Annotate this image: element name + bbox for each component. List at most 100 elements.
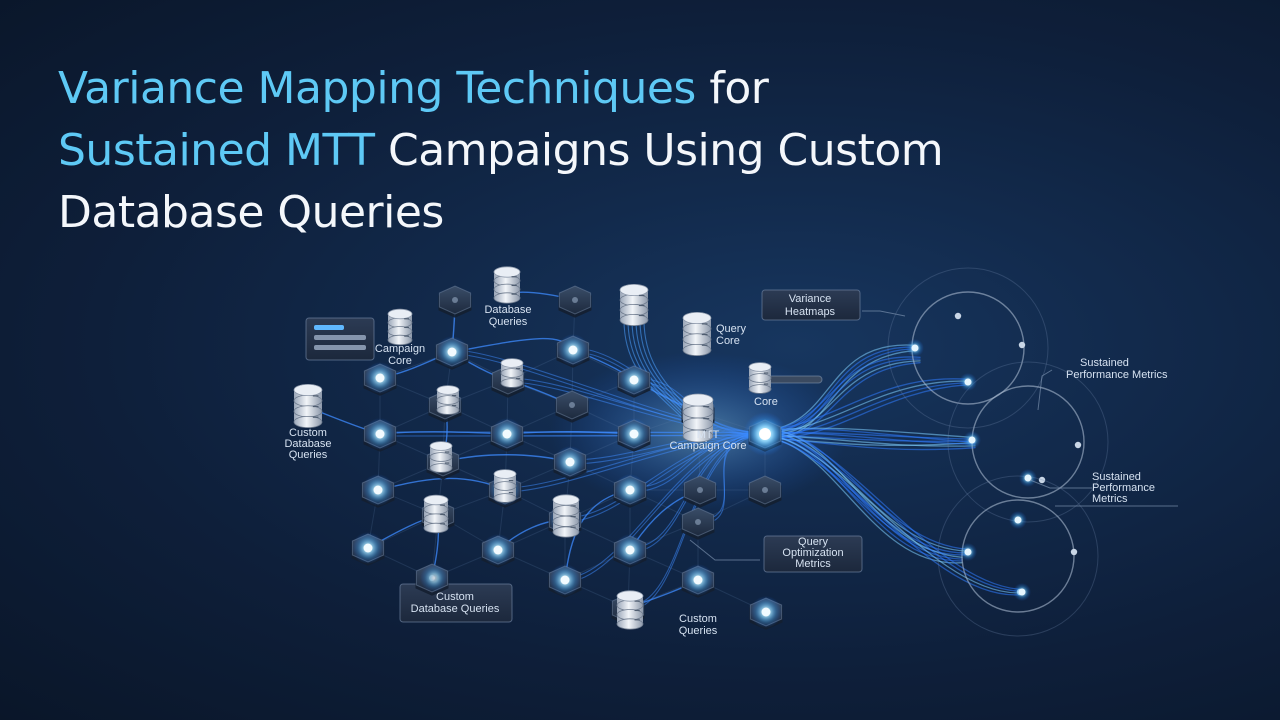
ring-dot — [954, 312, 962, 320]
node-core — [493, 545, 503, 555]
database-ring — [682, 333, 712, 346]
database-ring — [500, 368, 524, 378]
database-ring — [682, 405, 714, 419]
database-icon — [423, 494, 449, 534]
title-rest-2: Campaigns Using Custom — [374, 125, 944, 176]
database-top — [423, 494, 449, 506]
node-core — [629, 429, 639, 439]
core-center — [759, 428, 771, 440]
node-core — [560, 575, 570, 585]
connection-line — [451, 337, 574, 353]
database-icon — [493, 266, 521, 304]
flow-line — [507, 377, 766, 434]
ring-point — [968, 436, 976, 444]
database-ring — [493, 493, 517, 503]
label-panels — [305, 289, 863, 623]
node-core — [375, 429, 385, 439]
flow-line — [504, 432, 766, 489]
node-core — [363, 543, 373, 553]
flow-line — [764, 429, 1021, 590]
flow-line — [764, 378, 969, 432]
database-icon — [500, 358, 524, 388]
node-dim — [762, 487, 768, 493]
database-icon — [436, 385, 460, 415]
database-icon — [616, 590, 644, 630]
database-icon — [748, 362, 772, 394]
node-core — [502, 429, 512, 439]
database-ring — [293, 394, 323, 407]
page-title: Variance Mapping Techniques for Sustaine… — [58, 58, 1178, 244]
ring-point — [964, 548, 972, 556]
metric-rings — [887, 267, 1109, 637]
flow-line — [451, 353, 766, 436]
flow-line — [569, 432, 766, 461]
label-core: Core — [754, 396, 778, 408]
flow-line — [764, 434, 1021, 594]
node-core — [565, 457, 575, 467]
database-top — [616, 590, 644, 602]
ring-dot — [1074, 441, 1082, 449]
node-core — [373, 485, 383, 495]
database-top — [682, 393, 714, 407]
database-top — [682, 311, 712, 324]
database-icon — [552, 494, 580, 538]
database-ring — [293, 405, 323, 418]
ring-point — [964, 378, 972, 386]
title-highlight-2: Sustained MTT — [58, 125, 375, 176]
node-glow — [420, 564, 448, 592]
node-dim — [452, 297, 458, 303]
database-ring — [436, 395, 460, 405]
title-rest-3: Database Queries — [58, 187, 444, 238]
ring-point — [911, 344, 919, 352]
database-ring — [493, 292, 521, 304]
ring-outer — [887, 267, 1049, 429]
database-top — [552, 494, 580, 506]
flow-line — [564, 432, 766, 519]
ring-dot — [1018, 341, 1026, 349]
panel-bar — [314, 335, 366, 340]
ring-point — [1024, 474, 1032, 482]
panel-bar — [314, 325, 344, 330]
database-ring — [293, 415, 323, 428]
database-ring — [682, 343, 712, 356]
node-core — [625, 485, 635, 495]
database-icon — [387, 308, 413, 346]
database-top — [493, 266, 521, 278]
database-ring — [429, 452, 453, 462]
flow-line — [764, 436, 1021, 596]
database-icon — [619, 283, 649, 326]
database-top — [429, 441, 453, 451]
database-top — [500, 358, 524, 368]
node-core — [693, 575, 703, 585]
flow-line — [764, 431, 976, 445]
node-core — [375, 373, 385, 383]
flow-line — [764, 380, 969, 434]
ring-outer — [937, 475, 1099, 637]
database-icon — [682, 311, 712, 356]
flow-line — [764, 356, 921, 432]
ring-dot — [1070, 548, 1078, 556]
database-ring — [493, 481, 517, 491]
database-ring — [748, 373, 772, 383]
node-dim — [572, 297, 578, 303]
title-line-1: Variance Mapping Techniques for — [58, 58, 1178, 120]
database-icon — [493, 469, 517, 503]
label-panel — [763, 535, 863, 573]
node-core — [568, 345, 578, 355]
title-line-3: Database Queries — [58, 182, 1178, 244]
slider-bar — [767, 375, 823, 384]
flow-line — [504, 434, 766, 493]
title-rest-1: for — [695, 63, 769, 114]
node-core — [447, 347, 457, 357]
